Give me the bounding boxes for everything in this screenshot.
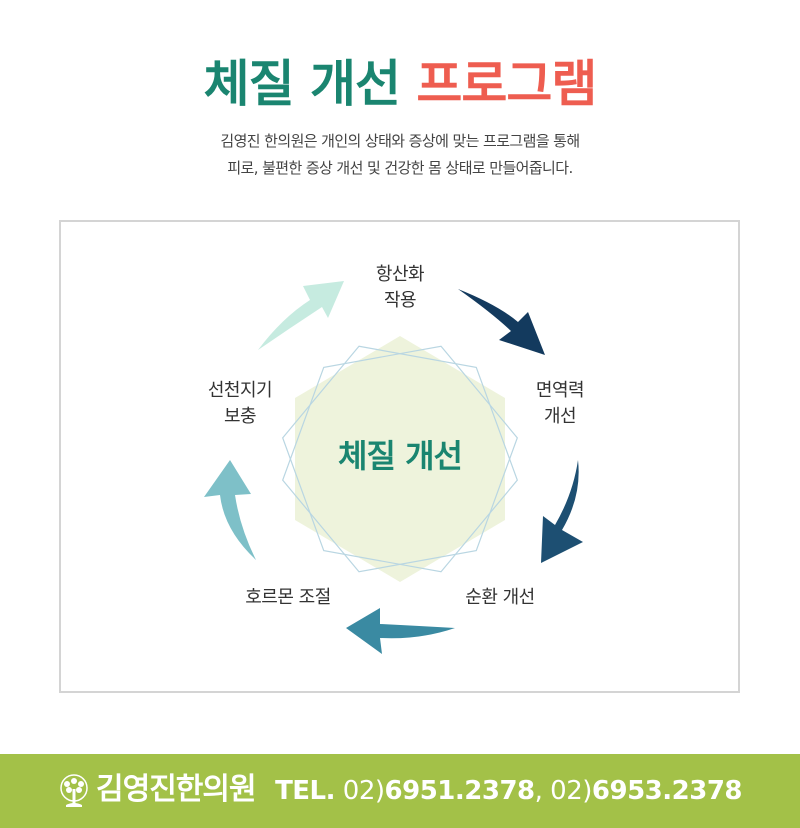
phone2-number[interactable]: 6953.2378 — [591, 776, 743, 806]
subtitle-line-2: 피로, 불편한 증상 개선 및 건강한 몸 상태로 만들어줍니다. — [227, 159, 573, 177]
node-hormone: 호르몬 조절 — [228, 585, 348, 611]
node-hormone-line1: 호르몬 조절 — [245, 587, 331, 608]
outline-hexagon-2 — [282, 345, 518, 573]
clinic-name: 김영진한의원 — [96, 772, 257, 807]
cycle-arrow-3 — [346, 608, 455, 654]
phone-info: TEL. 02)6951.2378, 02)6953.2378 — [275, 774, 742, 808]
node-immunity: 면역력 개선 — [520, 378, 600, 430]
node-circulation: 순환 개선 — [450, 585, 550, 611]
phone1-number[interactable]: 6951.2378 — [384, 776, 536, 806]
phone1-area: 02) — [342, 776, 385, 806]
tree-icon — [60, 774, 88, 807]
node-antioxidant-line2: 작용 — [383, 290, 417, 311]
center-label: 체질 개선 — [338, 437, 463, 475]
cycle-arrow-4 — [204, 460, 256, 560]
title-highlight-green: 체질 개선 — [203, 55, 401, 113]
cycle-arrow-1 — [458, 289, 545, 355]
node-innate-energy-line1: 선천지기 — [207, 380, 273, 401]
cycle-arrow-5 — [258, 281, 344, 350]
subtitle-line-1: 김영진 한의원은 개인의 상태와 증상에 맞는 프로그램을 통해 — [220, 132, 580, 150]
node-innate-energy-line2: 보충 — [223, 406, 257, 427]
cycle-arrow-2 — [541, 460, 583, 563]
page-title: 체질 개선 프로그램 — [0, 52, 800, 116]
phone-separator: , — [534, 776, 543, 806]
tel-label: TEL. — [275, 776, 336, 806]
footer-bar: 김영진한의원 TEL. 02)6951.2378, 02)6953.2378 — [0, 754, 800, 828]
node-antioxidant: 항산화 작용 — [355, 262, 445, 314]
node-antioxidant-line1: 항산화 — [375, 264, 425, 285]
title-highlight-red: 프로그램 — [416, 55, 597, 113]
phone2-area: 02) — [550, 776, 592, 806]
node-immunity-line1: 면역력 — [535, 380, 585, 401]
node-innate-energy: 선천지기 보충 — [190, 378, 290, 430]
node-circulation-line1: 순환 개선 — [465, 587, 535, 608]
node-immunity-line2: 개선 — [543, 406, 577, 427]
outline-hexagon-1 — [282, 345, 518, 573]
center-hexagon — [295, 336, 505, 582]
